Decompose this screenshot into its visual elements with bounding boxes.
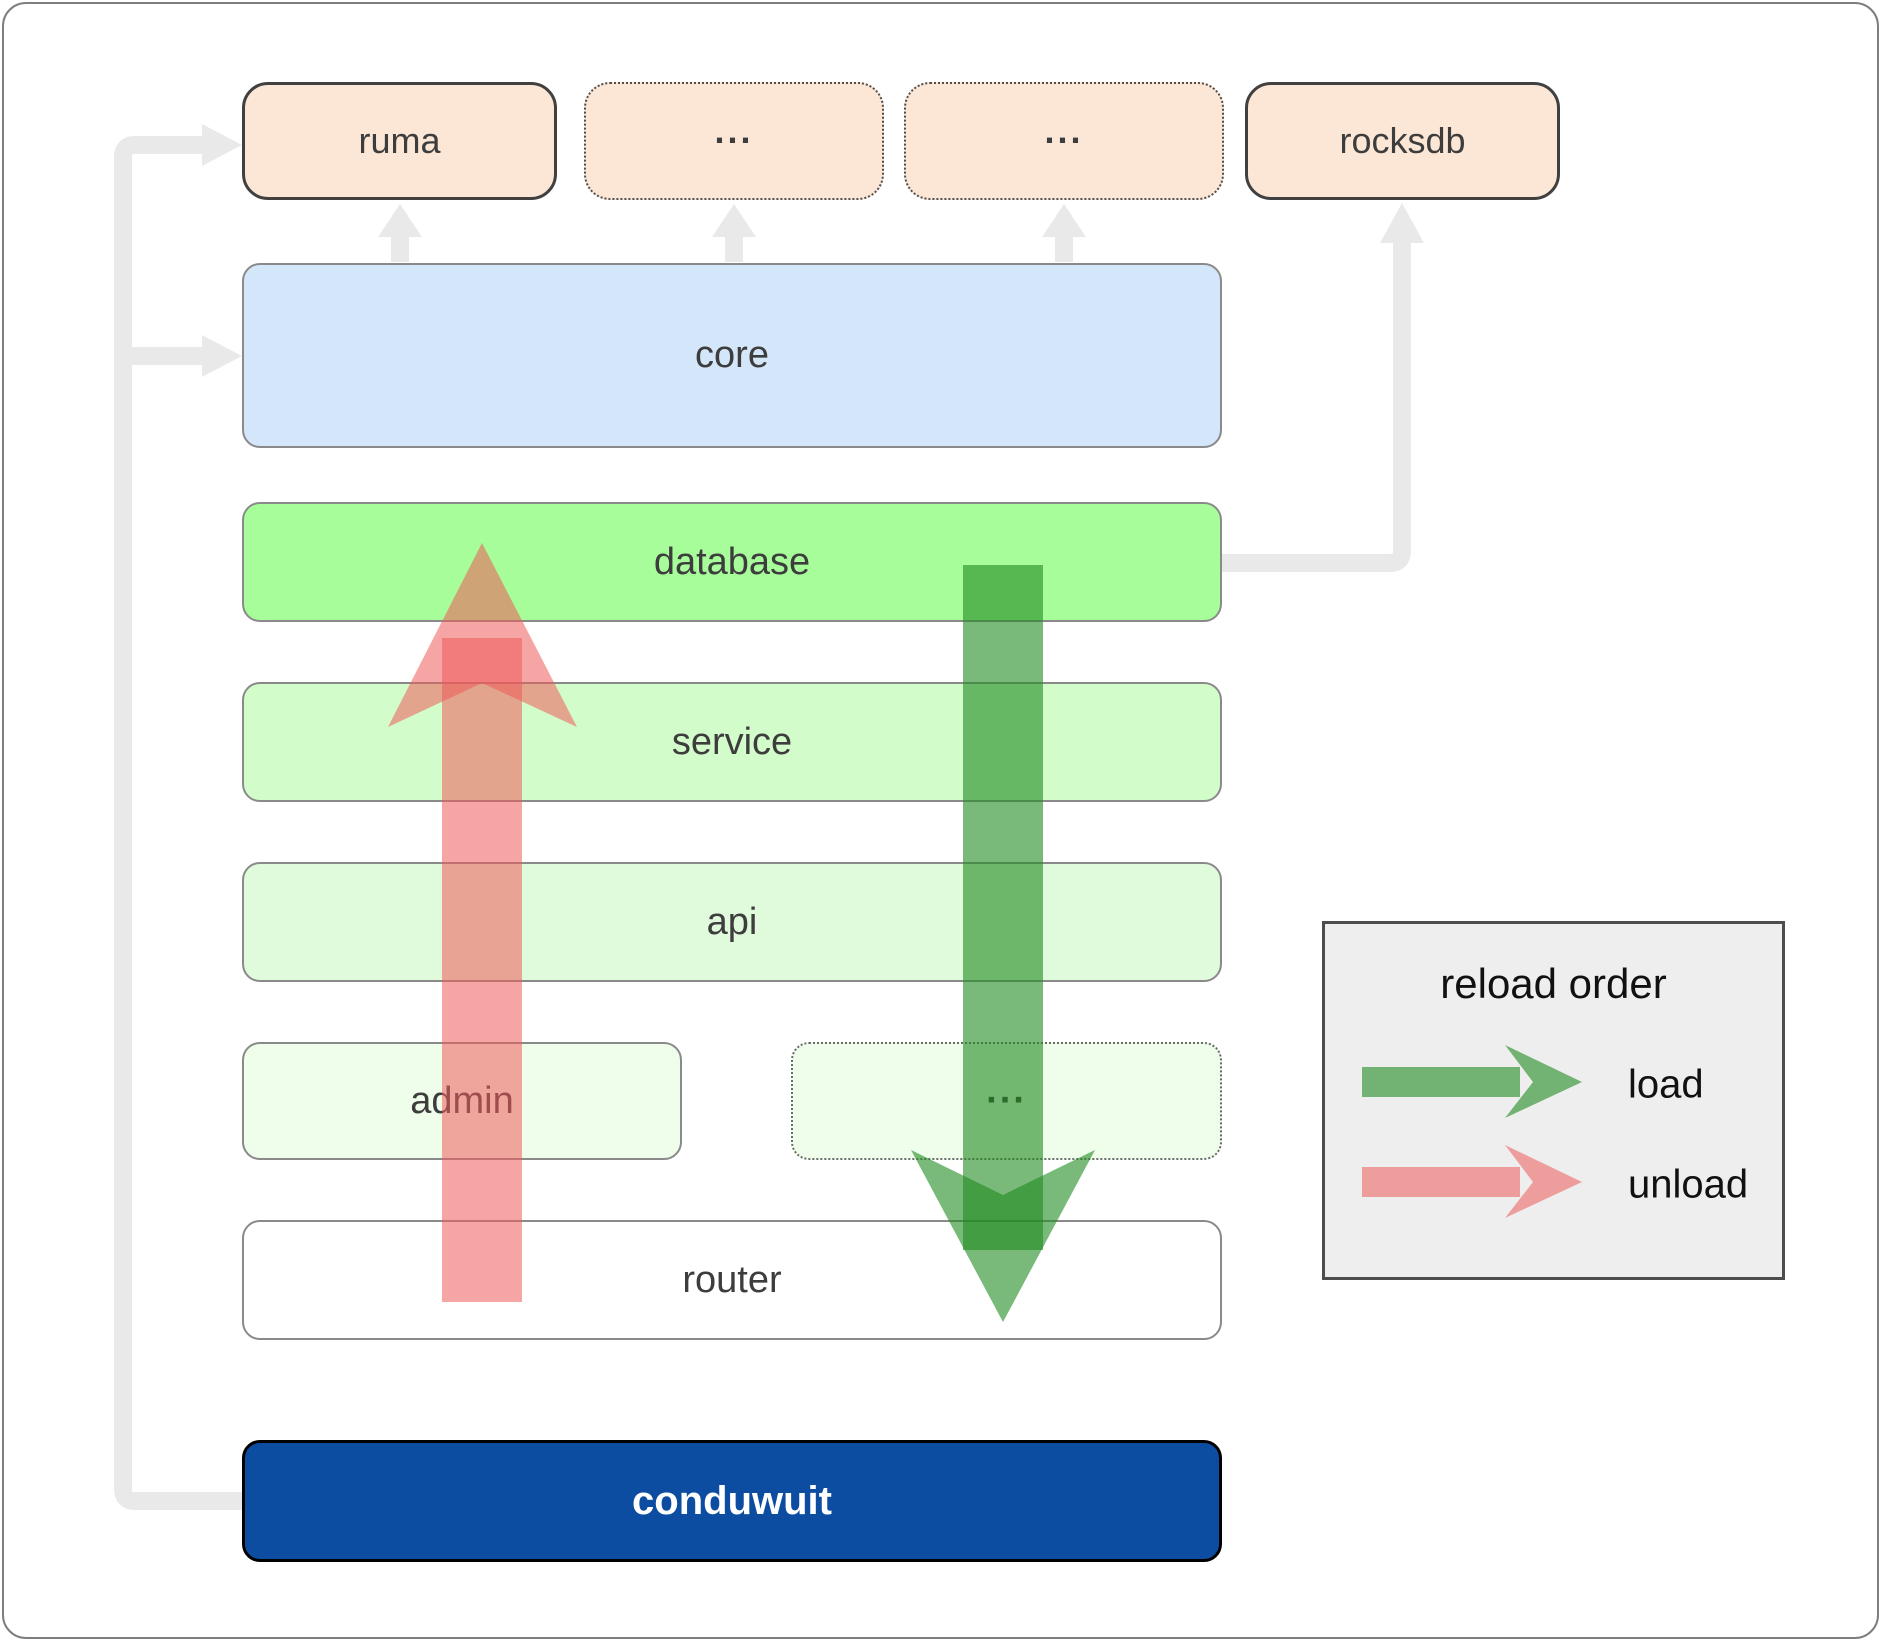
- arrow-load: [911, 565, 1095, 1322]
- arrow-unload: [388, 543, 577, 1302]
- node-conduwuit-label: conduwuit: [632, 1478, 832, 1523]
- node-ruma-label: ruma: [358, 120, 441, 161]
- node-database-label: database: [653, 540, 811, 583]
- connector-lines: [114, 136, 1411, 1510]
- arrow-unload-shaft: [442, 638, 522, 1302]
- legend-unload-arrow-icon: [1362, 1145, 1582, 1218]
- node-core-label: core: [695, 334, 769, 376]
- arrowhead-into-rocksdb-icon: [1380, 203, 1424, 243]
- legend-unload-label: unload: [1628, 1162, 1749, 1207]
- legend-load-arrow-head: [1505, 1045, 1582, 1118]
- legend-load-arrow-icon: [1362, 1045, 1582, 1118]
- arrowhead-stub-mid1-icon: [712, 204, 756, 237]
- node-service-label: service: [671, 720, 793, 763]
- node-api: api: [242, 862, 1222, 982]
- connector-arrowheads: [202, 124, 1424, 377]
- node-core: core: [242, 263, 1222, 448]
- arrowhead-into-ruma-icon: [202, 124, 242, 166]
- arrowhead-stub-ruma-icon: [378, 204, 422, 237]
- arrow-load-head-icon: [911, 1150, 1095, 1322]
- node-ellipsis-1-label: ...: [714, 109, 754, 151]
- legend-unload-arrow-shaft: [1362, 1167, 1520, 1197]
- legend-title: reload order: [1440, 960, 1667, 1007]
- legend-load-label: load: [1628, 1062, 1704, 1107]
- node-rocksdb: rocksdb: [1245, 82, 1560, 200]
- arrowhead-stub-mid2-icon: [1042, 204, 1086, 237]
- node-rocksdb-label: rocksdb: [1339, 120, 1466, 161]
- connector-conduwuit-to-ruma: [114, 136, 243, 1510]
- node-database: database: [242, 502, 1222, 622]
- node-ellipsis-1: ...: [584, 82, 884, 200]
- node-api-label: api: [706, 900, 758, 943]
- node-ellipsis-2-label: ...: [1044, 109, 1084, 151]
- node-ruma: ruma: [242, 82, 557, 200]
- node-router-label: router: [682, 1258, 782, 1301]
- legend: reload order load unload: [1322, 921, 1785, 1280]
- node-conduwuit: conduwuit: [242, 1440, 1222, 1562]
- arrowhead-into-core-icon: [202, 335, 242, 377]
- arrow-unload-head-icon: [388, 543, 577, 727]
- node-ellipsis-2: ...: [904, 82, 1224, 200]
- node-router: router: [242, 1220, 1222, 1340]
- connector-database-to-rocksdb: [1222, 242, 1411, 572]
- legend-unload-arrow-head: [1505, 1145, 1582, 1218]
- arrow-load-shaft: [963, 565, 1043, 1250]
- legend-load-arrow-shaft: [1362, 1067, 1520, 1097]
